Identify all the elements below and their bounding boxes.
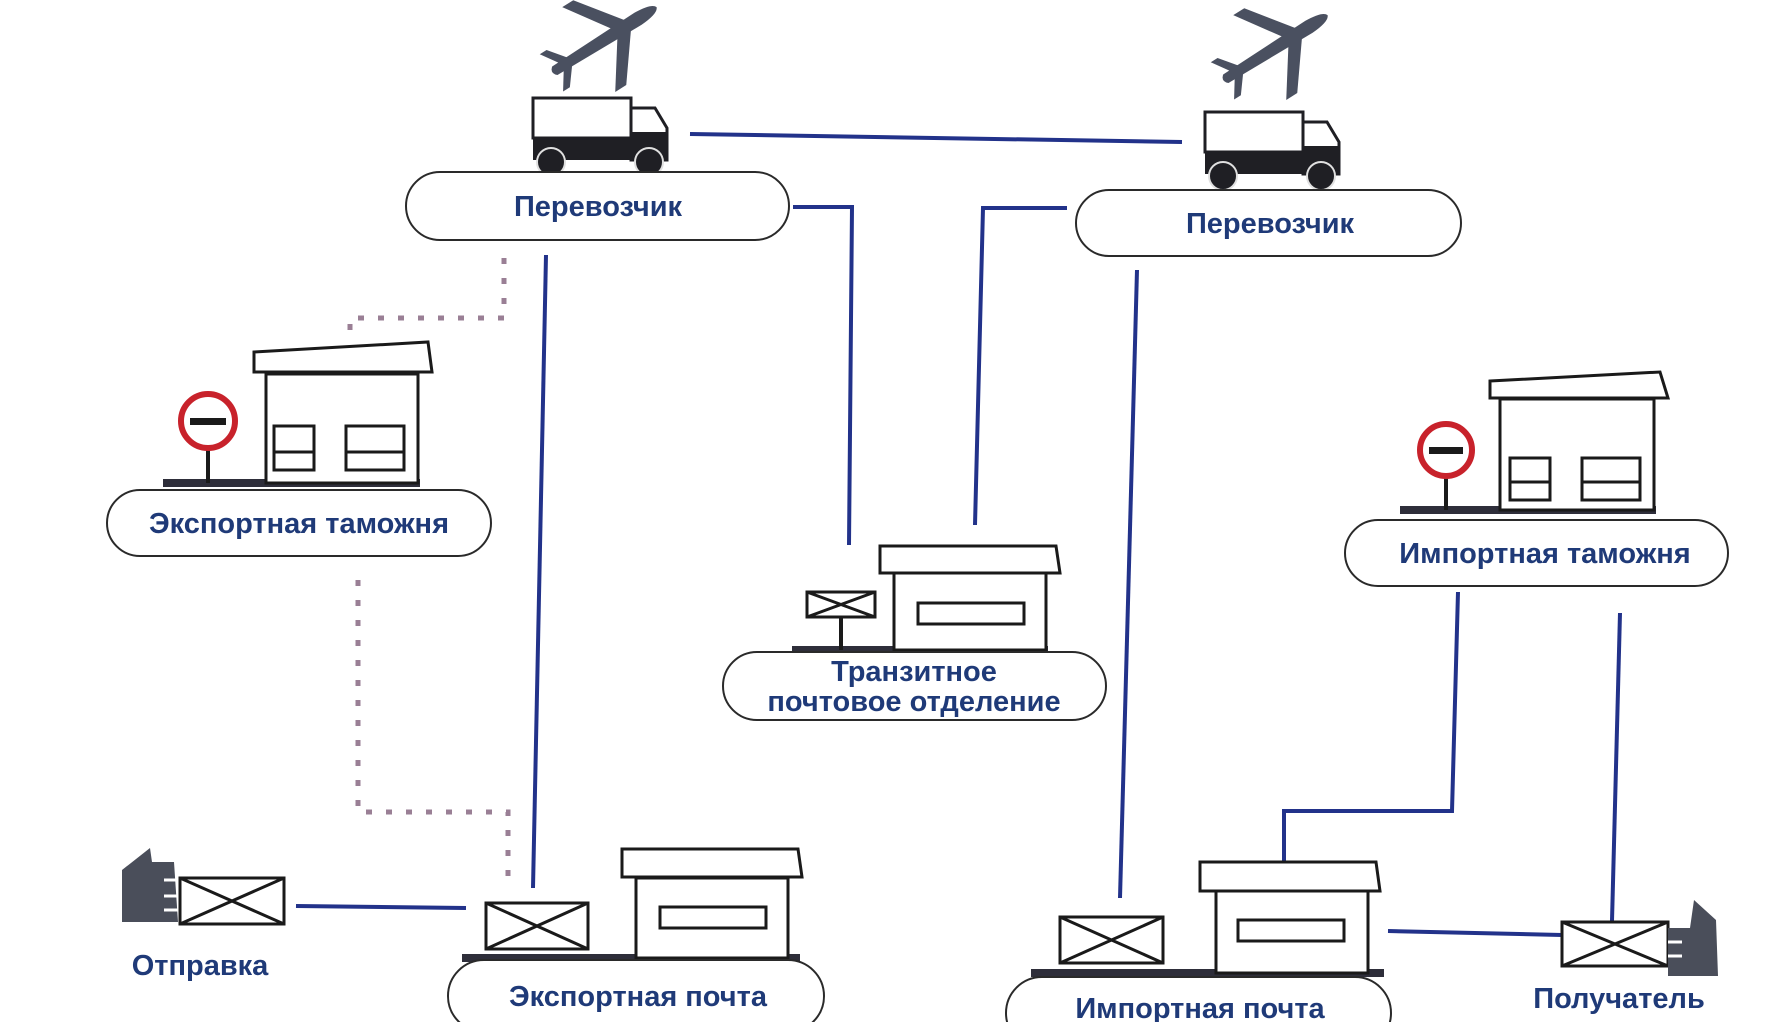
link-carrier-right-to-import-post <box>1118 269 1139 899</box>
dotted-export-customs-to-export-post <box>355 580 511 882</box>
sending-label: Отправка <box>132 950 269 982</box>
transit-office-node: Транзитное почтовое отделение <box>722 544 1107 721</box>
import-customs-node: Импортная таможня <box>1344 370 1729 587</box>
no-entry-sign-icon <box>178 391 238 483</box>
import-customs-label: Импортная таможня <box>1399 538 1690 570</box>
sending-node: Отправка <box>122 848 286 982</box>
export-customs-label: Экспортная таможня <box>149 508 449 540</box>
recipient-label: Получатель <box>1533 983 1705 1015</box>
export-post-node: Экспортная почта <box>447 847 825 1022</box>
post-building-icon <box>1198 860 1382 975</box>
customs-dotted-links <box>347 258 511 882</box>
post-building-icon <box>878 544 1062 652</box>
carrier-right-node: Перевозчик <box>1075 189 1462 257</box>
truck-icon <box>531 96 669 177</box>
post-building-icon <box>620 847 804 960</box>
link-import-post-to-recipient <box>1387 929 1563 937</box>
dotted-carrier-to-export-customs <box>347 258 507 338</box>
connectors <box>295 132 1622 937</box>
link-carrier-right-to-transit <box>973 206 1067 526</box>
export-customs-pill <box>106 489 492 557</box>
recipient-node: Получатель <box>1533 900 1718 1015</box>
transit-office-pill <box>722 651 1107 721</box>
link-carrier-to-carrier <box>689 132 1183 144</box>
airplane-icon <box>539 0 657 92</box>
export-customs-node: Экспортная таможня <box>106 340 492 557</box>
carrier-left-label: Перевозчик <box>514 191 683 223</box>
envelope-icon <box>1560 920 1670 968</box>
link-carrier-left-to-transit <box>793 205 855 546</box>
hand-icon <box>122 848 178 922</box>
link-import-customs-to-import-post <box>1282 591 1460 862</box>
truck-icon <box>1203 110 1341 191</box>
envelope-icon <box>1058 915 1165 965</box>
link-sending-to-export-post <box>295 904 467 910</box>
envelope-icon <box>178 876 286 926</box>
import-post-node: Импортная почта <box>1005 860 1392 1022</box>
carrier-left-node: Перевозчик <box>405 171 790 241</box>
import-post-pill <box>1005 976 1392 1022</box>
carrier-left-pill <box>405 171 790 241</box>
import-customs-pill <box>1344 519 1729 587</box>
airplane-icon <box>1210 8 1328 100</box>
link-carrier-left-to-export-post <box>531 254 548 889</box>
link-import-customs-to-recipient <box>1610 612 1622 922</box>
envelope-icon <box>484 901 590 951</box>
post-building-icon <box>252 340 434 485</box>
export-post-pill <box>447 959 825 1022</box>
carrier-right-label: Перевозчик <box>1186 208 1355 240</box>
export-post-label: Экспортная почта <box>509 981 768 1013</box>
hand-icon <box>1668 900 1718 976</box>
transit-office-label-line1: Транзитное <box>831 656 997 688</box>
envelope-icon <box>805 590 877 650</box>
transit-office-label-line2: почтовое отделение <box>767 686 1060 718</box>
no-entry-sign-icon <box>1417 421 1475 510</box>
import-post-label: Импортная почта <box>1075 993 1325 1022</box>
post-building-icon <box>1488 370 1671 512</box>
carrier-right-pill <box>1075 189 1462 257</box>
